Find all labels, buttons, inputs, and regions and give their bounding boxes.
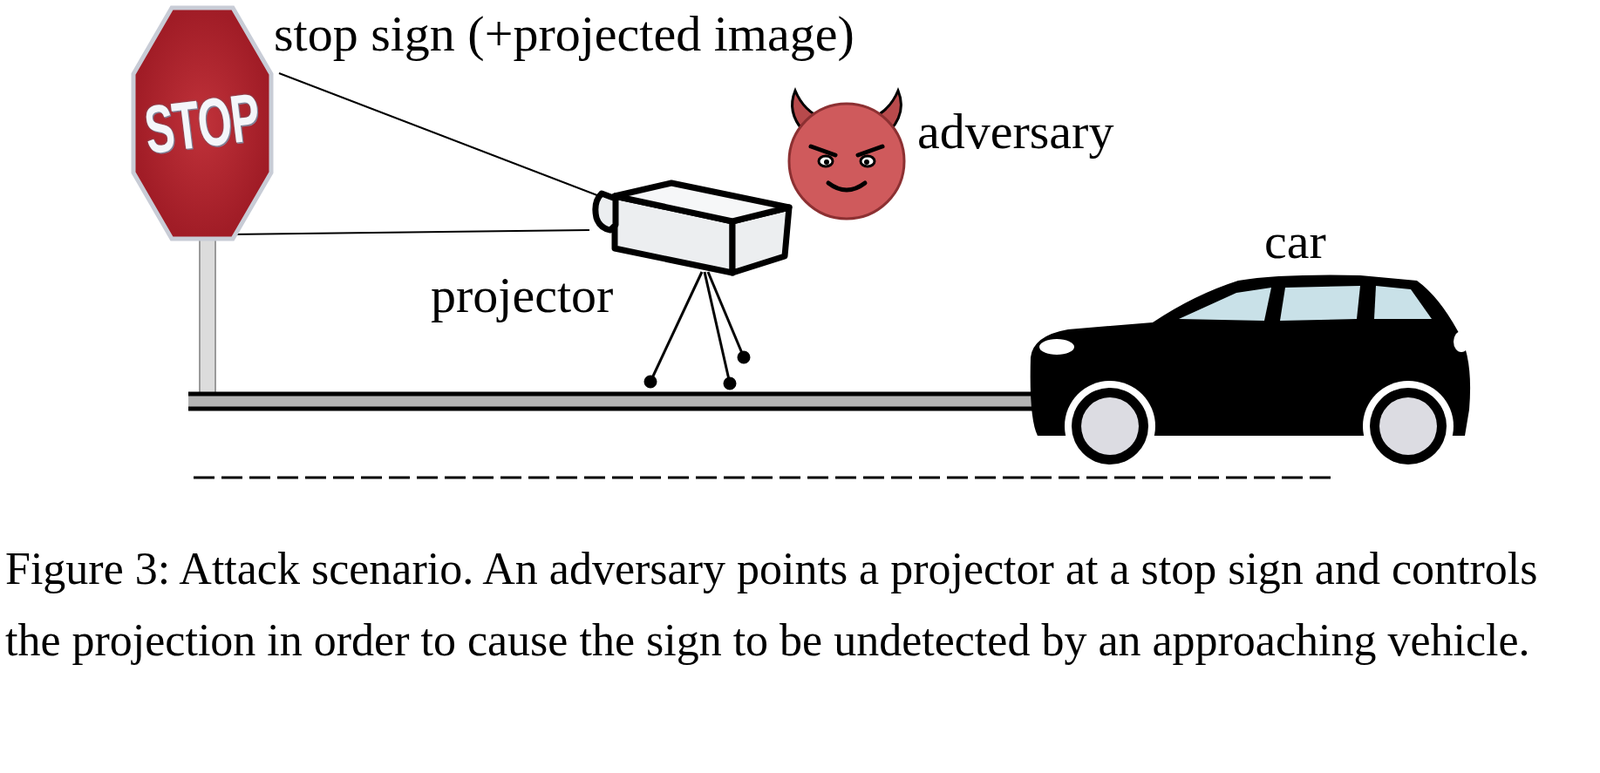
- projection-line: [229, 230, 590, 235]
- figure-caption: Figure 3: Attack scenario. An adversary …: [5, 533, 1594, 677]
- projection-line: [279, 73, 602, 198]
- part-label: projector: [430, 266, 613, 326]
- road-edge: [188, 407, 1035, 412]
- part-label: car: [1264, 212, 1327, 272]
- part-label: adversary: [917, 102, 1114, 162]
- part-label: stop sign (+projected image): [273, 5, 855, 64]
- devil-face: [789, 90, 905, 219]
- road: [188, 394, 1035, 409]
- sign-text: STOP: [140, 77, 264, 170]
- tripod: [645, 272, 749, 389]
- car-icon: [1030, 275, 1471, 472]
- projector-icon: [595, 183, 790, 273]
- dashed-line: [193, 476, 1337, 480]
- sign-pole: [199, 228, 216, 395]
- road-edge: [188, 392, 1035, 397]
- stop-sign: STOP: [130, 5, 274, 242]
